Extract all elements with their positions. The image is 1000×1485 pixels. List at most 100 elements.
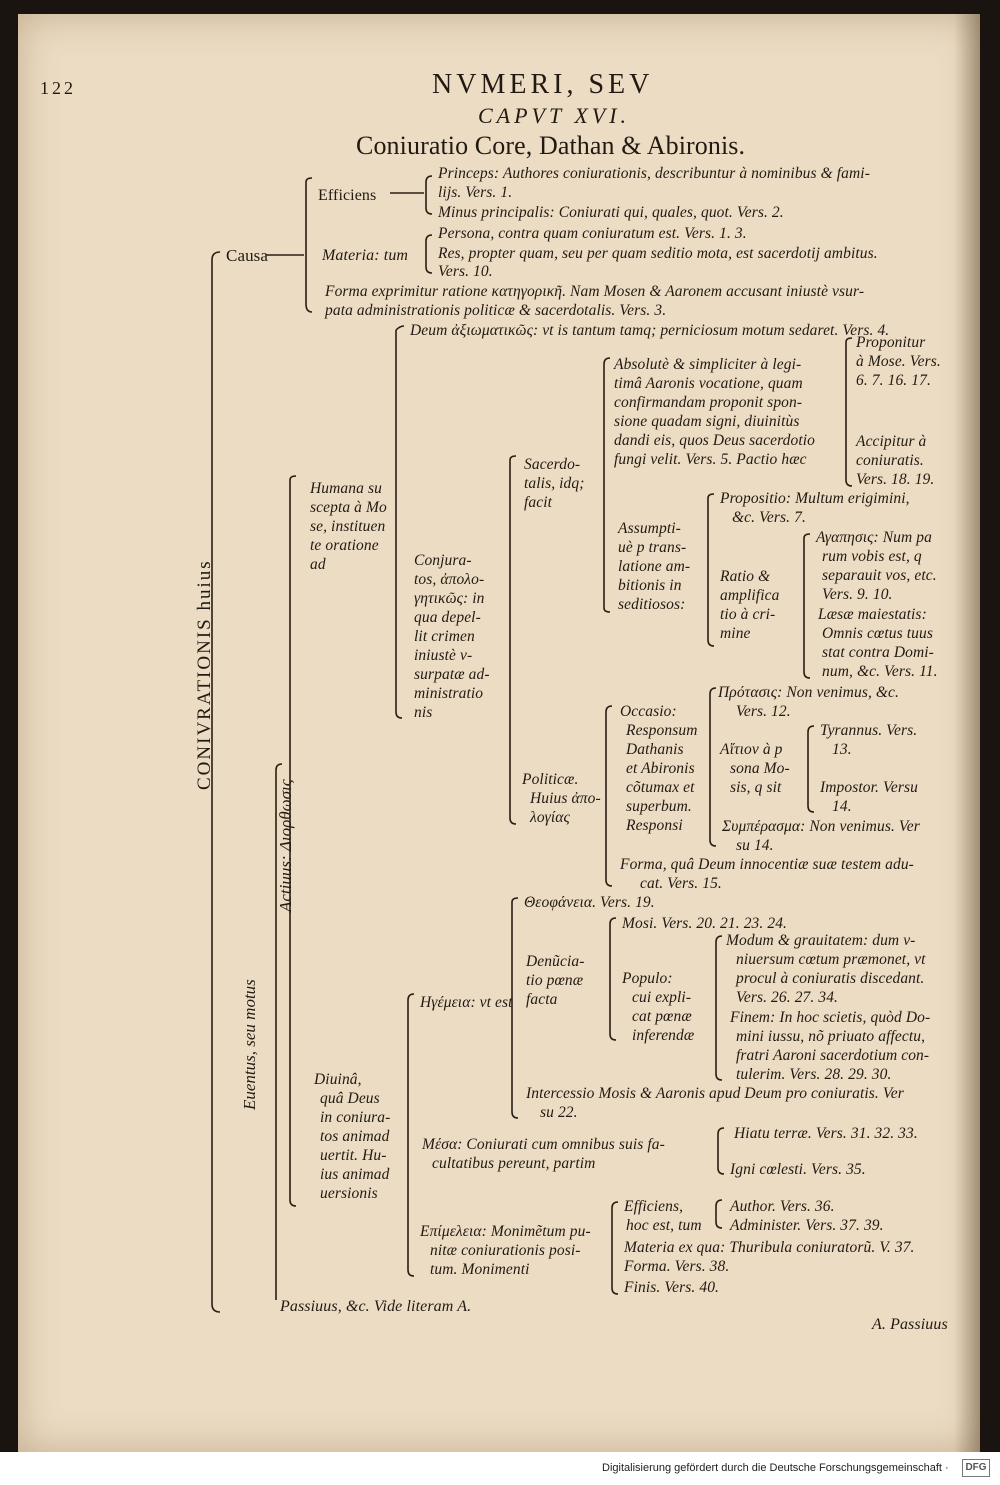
persona-line: Persona, contra quam coniuratum est. Ver… — [438, 225, 747, 242]
coniuratos-line-3: qua depel- — [414, 609, 481, 626]
proponitur-line-0: Proponitur — [856, 334, 926, 351]
laesae-line-3: num, &c. Vers. 11. — [822, 663, 938, 680]
igni-line: Igni cœlesti. Vers. 35. — [730, 1161, 866, 1178]
epimeleia-line-0: Επίμελεια: Monimẽtum pu- — [420, 1223, 591, 1240]
ratio-line-1: amplifica — [720, 587, 780, 604]
sacerdotalis-line-2: facit — [524, 494, 553, 511]
eventus-label: Euentus, seu motus — [240, 979, 259, 1110]
ratio-line-3: mine — [720, 625, 751, 642]
proponitur-line-1: à Mose. Vers. — [856, 353, 941, 370]
laesae-line-1: Omnis cœtus tuus — [822, 625, 933, 642]
diuina-line-1: quâ Deus — [320, 1090, 380, 1107]
absolute-line-1: timâ Aaronis vocatione, quam — [614, 375, 803, 392]
sacerdotalis-line-0: Sacerdo- — [524, 456, 581, 473]
administer-line: Administer. Vers. 37. 39. — [730, 1217, 884, 1234]
page-gutter-shadow — [954, 14, 980, 1452]
digitization-credit: Digitalisierung gefördert durch die Deut… — [602, 1462, 949, 1474]
assumptiue-line-3: bitionis in — [618, 577, 682, 594]
assumptiue-line-4: seditiosos: — [618, 596, 686, 613]
symperasma-line-2: su 14. — [736, 837, 774, 854]
forma-deum-line-1: Forma, quâ Deum innocentiæ suæ testem ad… — [620, 856, 914, 873]
absolute-line-3: sione quadam signi, diuinitùs — [614, 413, 800, 430]
responsum-line-2: et Abironis — [626, 760, 695, 777]
hiatu-line: Hiatu terræ. Vers. 31. 32. 33. — [734, 1125, 918, 1142]
agapesis-line-1: rum vobis est, q — [822, 548, 922, 565]
accipitur-line-1: coniuratis. — [856, 452, 924, 469]
responsum-line-0: Responsum — [626, 722, 698, 739]
denunciatio-line-1: tio pœnæ — [526, 972, 584, 989]
dfg-logo: DFG — [962, 1459, 990, 1477]
coniuratos-line-8: nis — [414, 704, 433, 721]
humana-line-3: te oratione — [310, 537, 379, 554]
hegemeia-line: Ηγέμεια: vt est — [420, 994, 513, 1011]
absolute-line-0: Absolutè & simpliciter à legi- — [614, 356, 802, 373]
efficiens-line-2: hoc est, tum — [626, 1217, 702, 1234]
causa-label: Causa — [226, 246, 269, 265]
sacerdotalis-line-1: talis, idq; — [524, 475, 585, 492]
absolute-line-4: dandi eis, quos Deus sacerdotio — [614, 432, 815, 449]
coniuratos-line-1: tos, ἀπολο- — [414, 571, 485, 588]
humana-line-4: ad — [310, 556, 326, 573]
responsum-line-4: superbum. — [626, 798, 692, 815]
assumptiue-line-2: latione am- — [618, 558, 691, 575]
prothesis-line-2: Vers. 12. — [736, 703, 791, 720]
passiuus-line: Passiuus, &c. Vide literam A. — [280, 1298, 472, 1315]
politicae-line-2: λογίας — [530, 809, 570, 826]
materia-thuribula-line: Materia ex qua: Thuribula coniuratorũ. V… — [624, 1239, 915, 1256]
absolute-line-5: fungi velit. Vers. 5. Pactio hæc — [614, 451, 807, 468]
modum-line-0: Modum & grauitatem: dum v- — [726, 932, 916, 949]
mesa-line-2: cultatibus pereunt, partim — [432, 1155, 596, 1172]
root-label-coniurationis: CONIVRATIONIS huius — [194, 559, 215, 790]
prothesis-line-1: Πρότασις: Non venimus, &c. — [718, 684, 900, 701]
assumptiue-line-0: Assumpti- — [618, 520, 681, 537]
humana-line-0: Humana su — [310, 480, 382, 497]
princeps-line-1: Princeps: Authores coniurationis, descri… — [438, 165, 870, 182]
politicae-line-0: Politicæ. — [522, 771, 579, 788]
efficiens-line-1: Efficiens, — [624, 1198, 684, 1215]
coniuratos-line-2: γητικῶς: in — [414, 590, 485, 607]
populo-line-2: cat pœnæ — [632, 1008, 692, 1025]
occasio-label: Occasio: — [620, 703, 677, 720]
finis-line: Finis. Vers. 40. — [624, 1279, 720, 1296]
coniuratos-line-6: surpatæ ad- — [414, 666, 490, 683]
coniuratos-line-5: iniustè v- — [414, 647, 473, 664]
politicae-line-1: Huius ἀπο- — [530, 790, 601, 807]
humana-line-1: scepta à Mo — [310, 499, 387, 516]
diuina-line-3: tos animad — [320, 1128, 390, 1145]
coniuratos-line-7: ministratio — [414, 685, 484, 702]
denunciatio-line-0: Denũcia- — [526, 953, 585, 970]
diuina-line-2: in coniura- — [320, 1109, 391, 1126]
princeps-line-2: lijs. Vers. 1. — [438, 184, 513, 201]
responsum-line-5: Responsi — [626, 817, 683, 834]
catchword: A. Passiuus — [872, 1316, 948, 1333]
populo-line-3: inferendæ — [632, 1027, 695, 1044]
aition-line-1: sona Mo- — [730, 760, 790, 777]
forma-38-line: Forma. Vers. 38. — [624, 1258, 730, 1275]
minus-principalis: Minus principalis: Coniurati qui, quales… — [438, 204, 784, 221]
running-title: NVMERI, SEV — [432, 69, 654, 100]
materia-label: Materia: tum — [322, 247, 409, 264]
res-line-2: Vers. 10. — [438, 263, 493, 280]
diuina-line-5: ius animad — [320, 1166, 390, 1183]
assumptiue-line-1: uè p trans- — [618, 539, 687, 556]
agapesis-line-0: Αγαπησις: Num pa — [816, 529, 933, 546]
diuina-line-4: uertit. Hu- — [320, 1147, 387, 1164]
theophaneia-line: Θεοφάνεια. Vers. 19. — [524, 894, 655, 911]
forma-line-1: Forma exprimitur ratione κατηγορικῆ. Nam… — [325, 283, 865, 300]
finem-line-3: tulerim. Vers. 28. 29. 30. — [736, 1066, 892, 1083]
ratio-line-2: tio à cri- — [720, 606, 776, 623]
responsum-line-1: Dathanis — [626, 741, 684, 758]
intercessio-line-1: Intercessio Mosis & Aaronis apud Deum pr… — [526, 1085, 904, 1102]
symperasma-line-1: Συμπέρασμα: Non venimus. Ver — [722, 818, 920, 835]
diuina-line-6: uersionis — [320, 1185, 378, 1202]
actiuus-label: Actiuus: Διορθωσις — [276, 779, 295, 912]
chapter-heading: CAPVT XVI. — [478, 103, 631, 128]
mosi-line: Mosi. Vers. 20. 21. 23. 24. — [622, 915, 788, 932]
impostor-line-2: 14. — [832, 798, 852, 815]
humana-line-2: se, instituen — [310, 518, 386, 535]
intercessio-line-2: su 22. — [540, 1104, 578, 1121]
finem-line-0: Finem: In hoc scietis, quòd Do- — [730, 1009, 931, 1026]
res-line-1: Res, propter quam, seu per quam seditio … — [438, 245, 878, 262]
coniuratos-line-4: lit crimen — [414, 628, 475, 645]
modum-line-2: procul à coniuratis discedant. — [736, 970, 925, 987]
